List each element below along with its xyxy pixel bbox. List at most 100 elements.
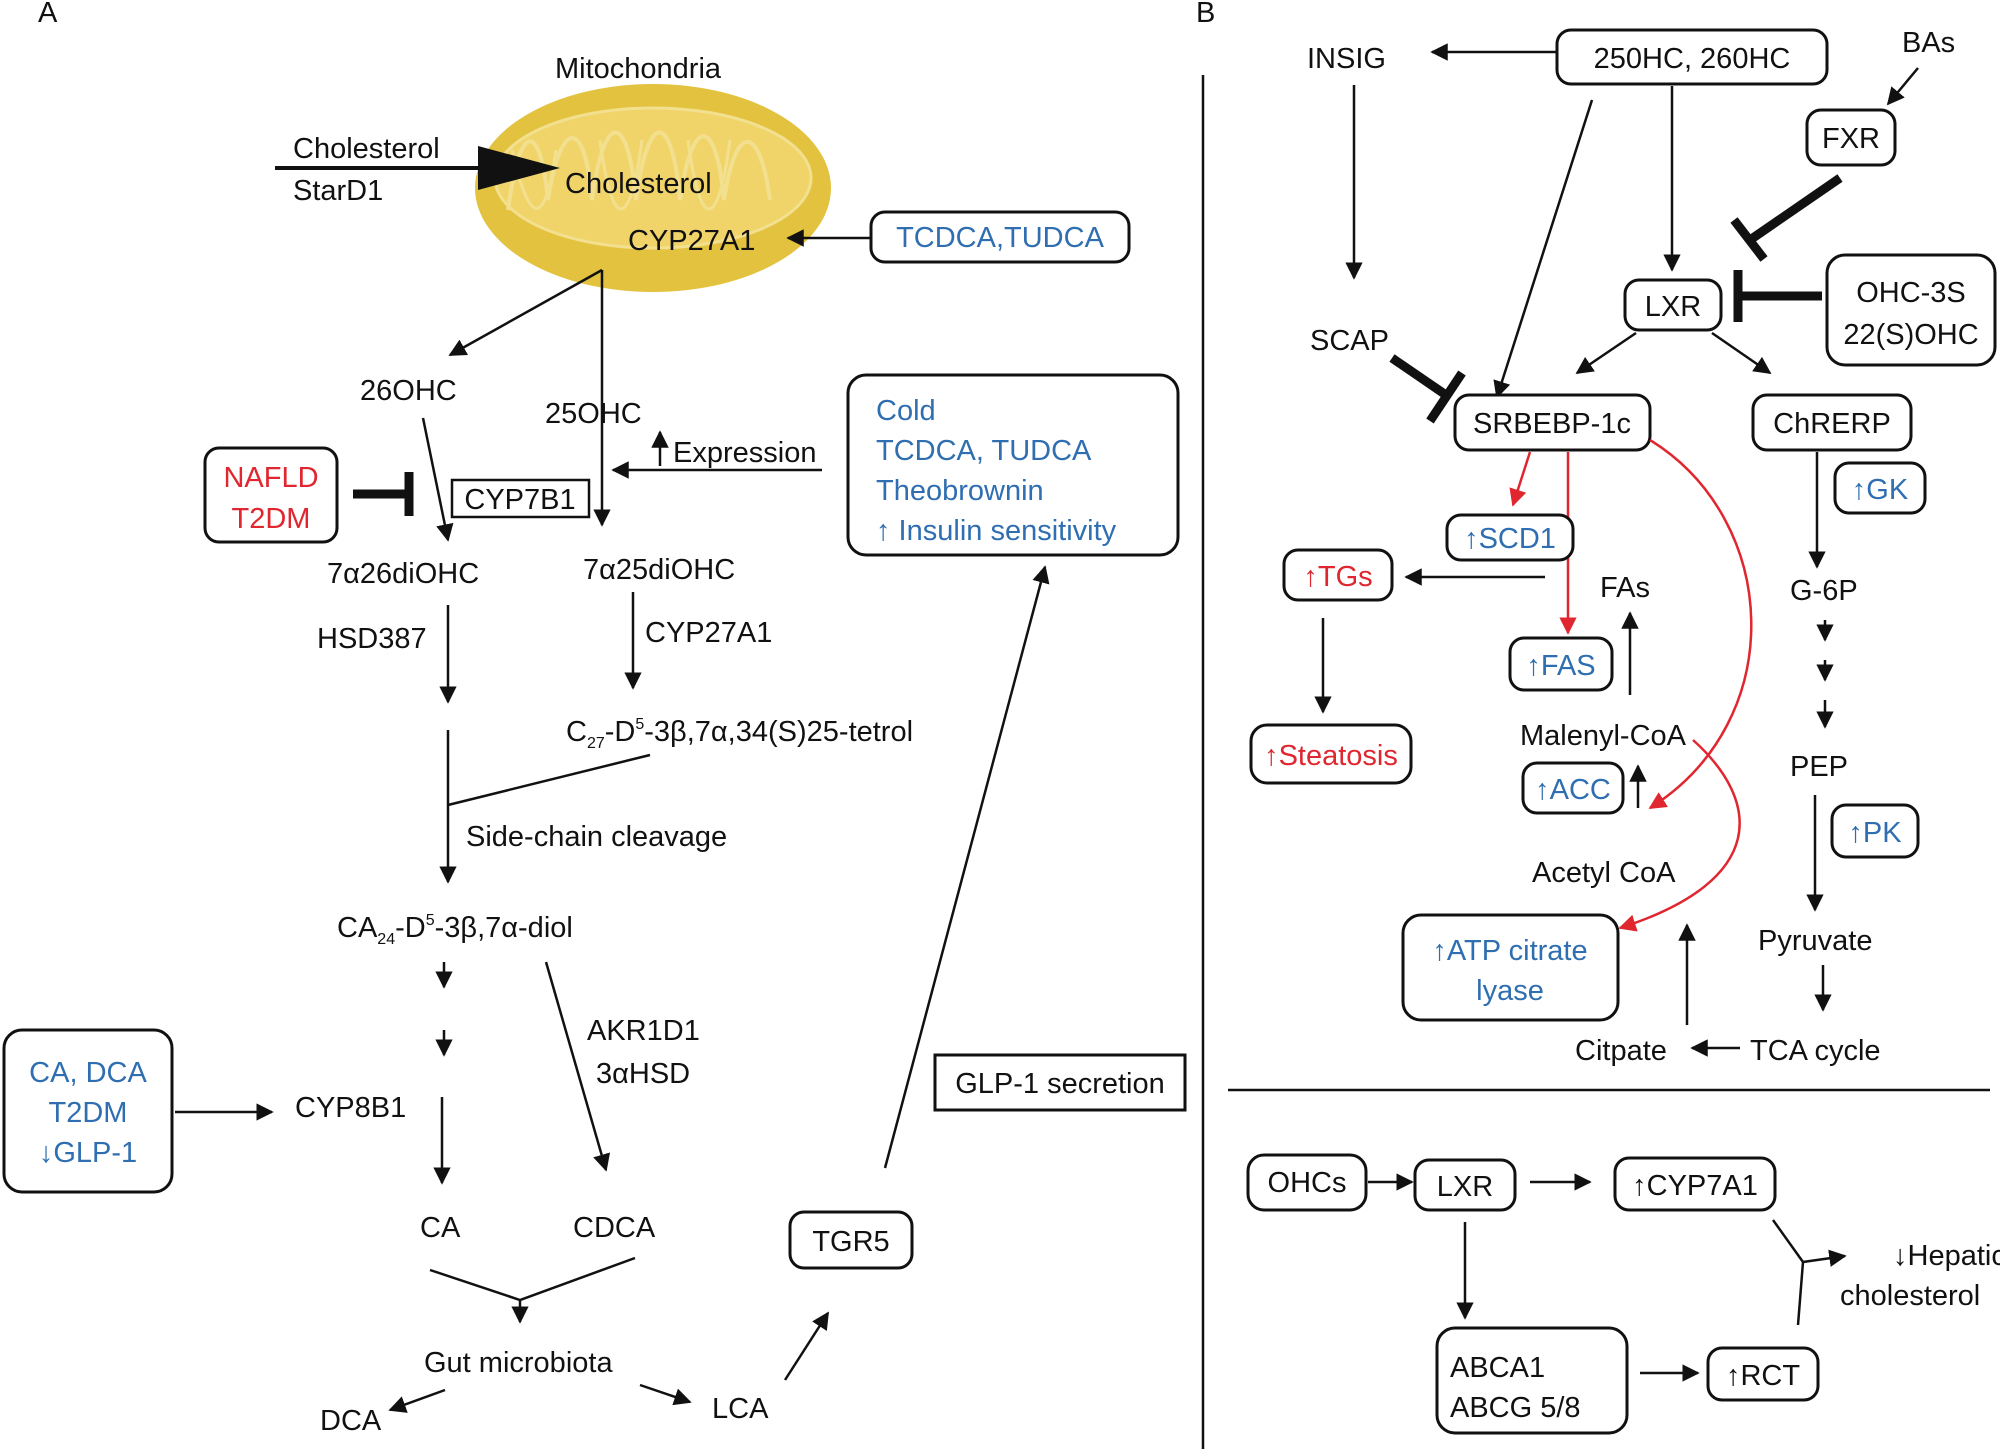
tgr5-box bbox=[788, 1210, 914, 1270]
cyp7a1-label: ↑CYP7A1 bbox=[1632, 1170, 1758, 1202]
7a25diohc-label: 7α25diOHC bbox=[583, 554, 735, 586]
nafld-label: NAFLD bbox=[223, 462, 318, 494]
malonyl-to-atp-curve bbox=[1618, 739, 1741, 932]
tgs-label: ↑TGs bbox=[1303, 561, 1372, 593]
cdca-label: CDCA bbox=[573, 1212, 656, 1244]
pyruvate-label: Pyruvate bbox=[1758, 925, 1872, 957]
scd1-box bbox=[1445, 513, 1575, 562]
ohc-3s-box bbox=[1825, 253, 1997, 367]
25ohc-label: 25OHC bbox=[545, 398, 642, 430]
cyp27a1-second-label: CYP27A1 bbox=[645, 617, 772, 649]
lxr-box bbox=[1623, 278, 1723, 332]
gk-box bbox=[1833, 461, 1927, 515]
akr1d1-label: AKR1D1 bbox=[587, 1015, 700, 1047]
7a26diohc-label: 7α26diOHC bbox=[327, 558, 479, 590]
t2dm-label: T2DM bbox=[232, 503, 311, 535]
gk-label: ↑GK bbox=[1852, 474, 1909, 506]
tgs-box bbox=[1282, 548, 1394, 602]
scap-inhibition-bar bbox=[1426, 370, 1466, 424]
g6p-label: G-6P bbox=[1790, 575, 1858, 607]
bas-label: BAs bbox=[1902, 27, 1955, 59]
pep-label: PEP bbox=[1790, 751, 1848, 783]
insig-label: INSIG bbox=[1307, 43, 1386, 75]
gut-to-dca-arrow bbox=[388, 1388, 446, 1413]
lxr2-box bbox=[1413, 1158, 1517, 1212]
hepatic-label: ↓Hepatic bbox=[1893, 1240, 2000, 1272]
panel-a-label: A bbox=[38, 0, 58, 29]
rct-box bbox=[1706, 1346, 1820, 1402]
expression-label: Expression bbox=[673, 437, 816, 469]
fxr-inhibition-bar bbox=[1730, 217, 1768, 262]
diol-label: CA24-D5-3β,7α-diol bbox=[337, 912, 573, 948]
fxr-label: FXR bbox=[1822, 123, 1880, 155]
cyp7b1-label: CYP7B1 bbox=[464, 484, 575, 516]
ca-dca-box bbox=[2, 1028, 174, 1194]
theobrownin-label: Theobrownin bbox=[876, 475, 1044, 507]
cyp27a1-mito-label: CYP27A1 bbox=[628, 225, 755, 257]
scd1-label: ↑SCD1 bbox=[1464, 523, 1556, 555]
cyp8b1-label: CYP8B1 bbox=[295, 1092, 406, 1124]
chrerp-box bbox=[1751, 393, 1913, 452]
26ohc-label: 26OHC bbox=[360, 375, 457, 407]
glp1-down-label: ↓GLP-1 bbox=[39, 1137, 137, 1169]
fas-box bbox=[1508, 636, 1614, 692]
fas-label: ↑FAS bbox=[1526, 650, 1595, 682]
tca-cycle-label: TCA cycle bbox=[1750, 1035, 1881, 1067]
mitochondria-icon bbox=[475, 84, 831, 292]
glp1-secretion-box bbox=[933, 1053, 1187, 1112]
steatosis-label: ↑Steatosis bbox=[1264, 740, 1398, 772]
glp1-secretion-label: GLP-1 secretion bbox=[955, 1068, 1165, 1100]
abca1-label: ABCA1 bbox=[1450, 1352, 1545, 1384]
rct-label: ↑RCT bbox=[1726, 1360, 1800, 1392]
cyp7a1-box bbox=[1613, 1156, 1777, 1212]
fas-text-label: FAs bbox=[1600, 572, 1650, 604]
cyp7b1-box bbox=[450, 478, 591, 519]
atp-citrate-label: ↑ATP citrate bbox=[1432, 935, 1587, 967]
tgr5-label: TGR5 bbox=[812, 1226, 889, 1258]
cold-label: Cold bbox=[876, 395, 936, 427]
stard1-label: StarD1 bbox=[293, 175, 383, 207]
lyase-label: lyase bbox=[1476, 975, 1544, 1007]
lxr-label: LXR bbox=[1645, 291, 1701, 323]
hsd387-label: HSD387 bbox=[317, 623, 427, 655]
scap-label: SCAP bbox=[1310, 325, 1389, 357]
t2dm-blue-label: T2DM bbox=[49, 1097, 128, 1129]
scap-inhibition-line bbox=[1389, 354, 1449, 399]
acc-box bbox=[1521, 761, 1625, 815]
bas-to-fxr-arrow bbox=[1886, 67, 1919, 106]
srebp-box bbox=[1453, 393, 1652, 452]
cholesterol-import-arrowhead bbox=[478, 146, 560, 190]
250hc-260hc-label: 250HC, 260HC bbox=[1594, 43, 1791, 75]
acc-label: ↑ACC bbox=[1535, 774, 1611, 806]
lca-label: LCA bbox=[712, 1393, 769, 1425]
tcdca-tudca-label: TCDCA,TUDCA bbox=[896, 222, 1104, 254]
cholesterol-mito-label: Cholesterol bbox=[565, 168, 712, 200]
srebp-label: SRBEBP-1c bbox=[1473, 408, 1631, 440]
cholesterol-input-label: Cholesterol bbox=[293, 133, 440, 165]
lxr-to-chrerp-arrow bbox=[1711, 331, 1772, 375]
pk-label: ↑PK bbox=[1848, 817, 1902, 849]
ohc-3s-label: OHC-3S bbox=[1856, 277, 1966, 309]
citpate-label: Citpate bbox=[1575, 1035, 1667, 1067]
acetyl-coa-label: Acetyl CoA bbox=[1532, 857, 1676, 889]
ohcs-box bbox=[1246, 1153, 1368, 1212]
22s-ohc-label: 22(S)OHC bbox=[1843, 319, 1978, 351]
cold-conditions-box bbox=[846, 373, 1180, 557]
cholesterol-label: cholesterol bbox=[1840, 1280, 1980, 1312]
srebp-to-scd1-arrow bbox=[1509, 451, 1532, 507]
250hc-260hc-box bbox=[1555, 28, 1829, 86]
hc-to-srebp-arrow bbox=[1493, 99, 1594, 399]
mitochondria-label: Mitochondria bbox=[555, 53, 722, 85]
side-chain-cleavage-label: Side-chain cleavage bbox=[466, 821, 727, 853]
fxr-inhibition-line bbox=[1747, 174, 1843, 244]
dca-label: DCA bbox=[320, 1405, 382, 1437]
ca-cdca-merge-line bbox=[429, 1256, 636, 1302]
cyp27a1-to-26ohc-arrow bbox=[448, 268, 603, 357]
ca-dca-label: CA, DCA bbox=[29, 1057, 147, 1089]
steatosis-box bbox=[1249, 723, 1413, 785]
chrerp-label: ChRERP bbox=[1773, 408, 1891, 440]
cyp7a1-rct-merge-line bbox=[1771, 1219, 1805, 1326]
srebp-to-acc-curve bbox=[1648, 438, 1753, 810]
nafld-t2dm-box bbox=[203, 446, 339, 544]
